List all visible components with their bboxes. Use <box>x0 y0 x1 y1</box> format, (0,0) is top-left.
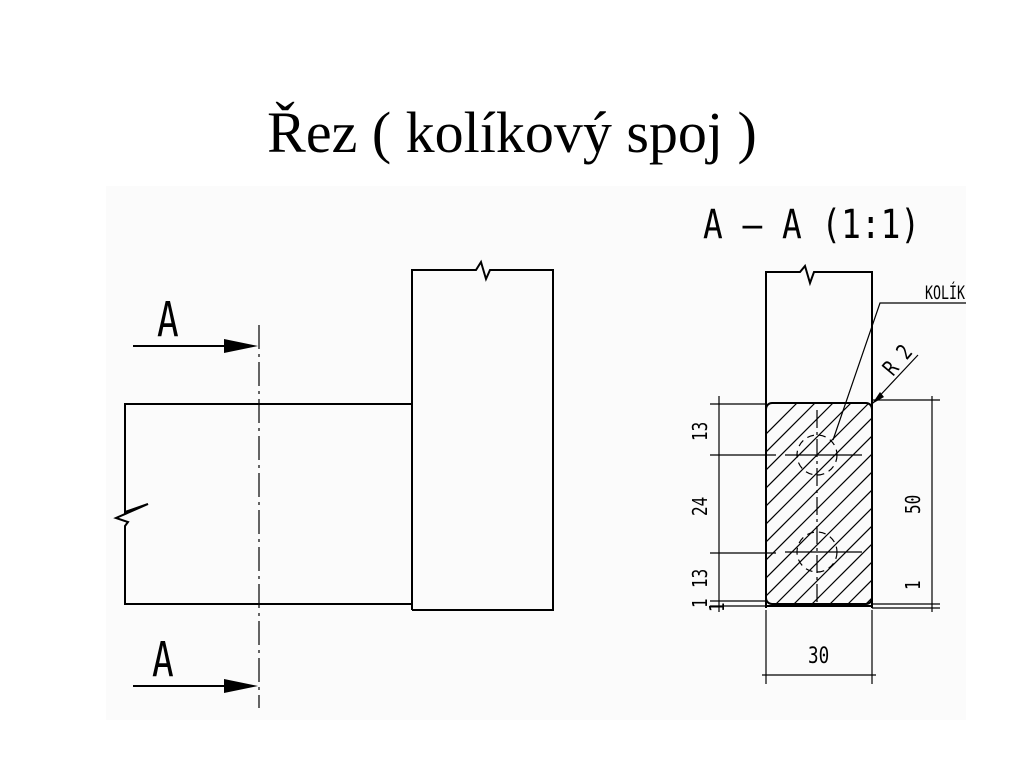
section-marker-top: A <box>157 293 179 348</box>
dim-label-24: 24 <box>689 497 712 516</box>
pin-leader-line <box>832 302 966 441</box>
dim-label-1-b: 1 <box>706 602 729 612</box>
dim-label-gap: 1 <box>902 580 925 590</box>
dim-label-1-a: 1 <box>689 598 712 608</box>
dim-label-height: 50 <box>902 495 925 514</box>
section-arrowhead-top <box>224 339 258 353</box>
post-outline <box>411 259 554 611</box>
section-post-outline <box>765 263 873 608</box>
radius-arrowhead <box>872 392 884 404</box>
dim-label-width: 30 <box>808 643 829 668</box>
section-beam-outline <box>765 402 873 605</box>
pin-label: KOLÍK <box>925 282 965 304</box>
dim-label-13-bottom: 13 <box>689 569 712 588</box>
front-view <box>113 259 554 708</box>
radius-label: R 2 <box>878 340 918 381</box>
scanned-drawing-background <box>106 186 966 720</box>
dim-label-13-top: 13 <box>689 422 712 441</box>
section-marker-bottom: A <box>152 633 174 688</box>
slide-title: Řez ( kolíkový spoj ) <box>267 100 757 165</box>
section-arrowhead-bottom <box>224 679 258 693</box>
section-view-label: A – A (1:1) <box>703 201 920 248</box>
section-view <box>710 263 966 684</box>
beam-outline <box>113 403 412 605</box>
